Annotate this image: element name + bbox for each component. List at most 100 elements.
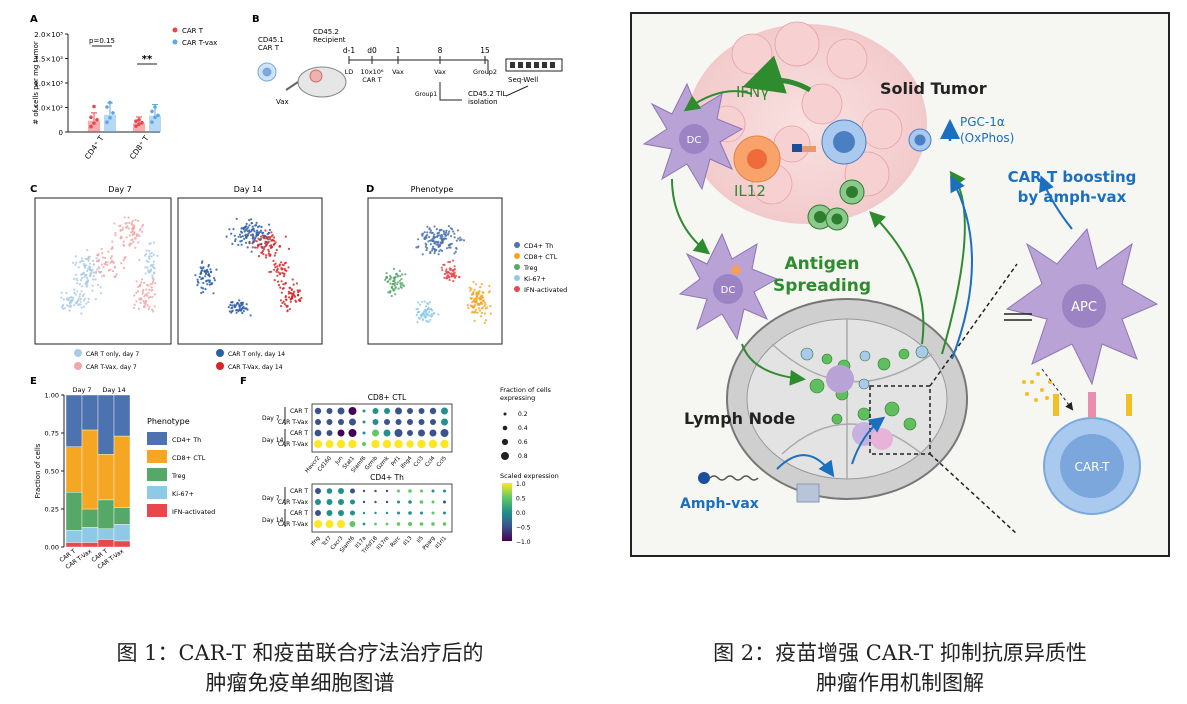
panel-a-point <box>111 111 115 115</box>
umap-day14-point <box>208 283 211 286</box>
umap-day7-point <box>153 293 156 296</box>
umap-day14-point <box>233 234 236 237</box>
umap-phenotype-point <box>396 283 399 286</box>
umap-day14-point <box>260 251 264 254</box>
umap-day14-point <box>265 254 268 257</box>
umap-day7-point <box>71 261 75 264</box>
umap-day7-point <box>152 260 155 263</box>
umap-phenotype-point <box>423 315 427 318</box>
umap-day7-point <box>144 266 147 269</box>
panel-e-segment <box>81 508 99 528</box>
legend-dot-vax-day7 <box>74 362 82 370</box>
ctl-dot <box>337 407 345 415</box>
ctl-dot <box>362 431 366 435</box>
umap-day7-point <box>89 272 92 275</box>
figure-1-caption-line2: 肿瘤免疫单细胞图谱 <box>205 671 395 695</box>
umap-day14-point <box>212 277 216 280</box>
panel-f-size-legend-label: 0.8 <box>518 453 528 460</box>
umap-day7-point <box>137 307 140 310</box>
umap-day7-point <box>111 245 114 249</box>
umap-day7-point <box>84 266 87 269</box>
umap-day14-point <box>201 260 204 263</box>
umap-phenotype-point <box>431 231 434 234</box>
umap-phenotype-point <box>416 321 419 324</box>
cytokine-dots <box>1022 372 1052 402</box>
umap-day14-point <box>269 244 272 247</box>
umap-day7-point <box>94 298 97 301</box>
umap-day7-point <box>151 280 155 283</box>
umap-day14-point <box>292 293 295 296</box>
umap-phenotype-point <box>433 252 436 255</box>
umap-day7-point <box>147 284 150 287</box>
umap-day7-point <box>91 289 94 292</box>
umap-day7-point <box>149 283 152 286</box>
umap-day7-point <box>74 293 77 296</box>
umap-day7-point <box>152 253 155 256</box>
umap-day7-point <box>151 282 154 285</box>
umap-phenotype-point <box>476 303 479 306</box>
umap-phenotype-point <box>445 229 448 232</box>
panel-a-legend-label: CAR T <box>182 27 204 35</box>
umap-phenotype-point <box>453 265 456 268</box>
umap-phenotype-point <box>481 291 484 294</box>
umap-day7-point <box>140 281 143 284</box>
umap-day7-point <box>86 284 89 287</box>
umap-phenotype-point <box>392 282 395 285</box>
panel-e-legend-swatch <box>147 504 167 517</box>
umap-day14-point <box>271 238 274 242</box>
umap-day14-point <box>268 223 271 226</box>
umap-day7-point <box>60 296 63 299</box>
umap-day7-point <box>147 260 150 263</box>
umap-phenotype-point <box>443 272 446 276</box>
phenotype-legend-dot <box>514 242 520 248</box>
umap-day7-point <box>74 255 77 258</box>
umap-phenotype-point <box>432 247 435 250</box>
panel-a-bar <box>88 120 100 132</box>
umap-day14-point <box>275 248 278 252</box>
umap-day14-point <box>274 266 277 269</box>
umap-day7-point <box>86 278 89 282</box>
umap-day7-point <box>109 261 112 264</box>
ctl-gene-label: Gzmk <box>376 455 391 472</box>
umap-day7-point <box>128 244 131 247</box>
umap-phenotype-point <box>450 242 453 245</box>
umap-day14-point <box>251 234 254 237</box>
umap-phenotype-point <box>471 293 474 296</box>
dc-label-bottom: DC <box>721 285 736 296</box>
umap-phenotype-point <box>419 303 422 306</box>
umap-day14-point <box>202 287 205 290</box>
umap-day14-point <box>207 265 210 268</box>
umap-day7-point <box>145 249 148 252</box>
tumor-cell <box>774 21 820 67</box>
umap-phenotype-point <box>479 309 482 312</box>
umap-phenotype-point <box>466 304 469 307</box>
umap-phenotype-point <box>428 228 431 231</box>
panel-e-legend-title: Phenotype <box>147 417 190 426</box>
umap-day14-point <box>261 246 264 250</box>
umap-phenotype-point <box>436 243 439 246</box>
umap-day14-point <box>230 232 233 235</box>
t-cell-nucleus <box>833 131 855 153</box>
umap-phenotype-point <box>385 272 388 275</box>
th-dot <box>315 510 321 516</box>
umap-phenotype-point <box>392 279 395 283</box>
umap-phenotype-point <box>480 307 484 310</box>
th-frame <box>311 483 453 533</box>
umap-day14-point <box>213 279 216 282</box>
ctl-row-label: CAR T <box>290 430 308 437</box>
umap-phenotype-point <box>424 242 427 245</box>
umap-day7-point <box>124 222 127 225</box>
umap-phenotype-point <box>392 267 395 270</box>
umap-phenotype-point <box>417 310 421 313</box>
ifng-label: IFNγ <box>736 83 769 101</box>
umap-day7-point <box>125 226 128 229</box>
panel-e-segment <box>65 542 83 548</box>
ctl-dot <box>372 408 379 414</box>
ctl-dot <box>418 419 425 425</box>
umap-phenotype-point <box>425 249 428 252</box>
cytokine-dot <box>1036 372 1040 376</box>
panel-e-legend-swatch <box>147 468 167 481</box>
umap-day7-point <box>153 272 156 275</box>
